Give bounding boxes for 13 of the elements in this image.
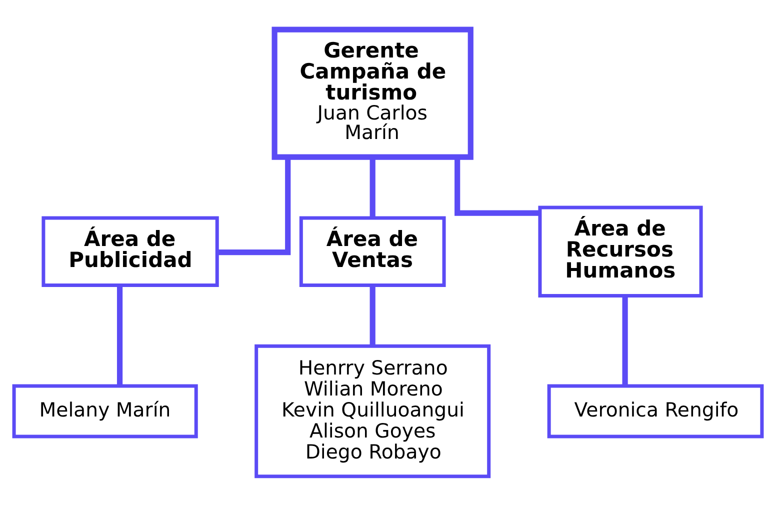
node-box: Área de Ventas bbox=[299, 216, 446, 286]
node-box: Henrry Serrano Wilian Moreno Kevin Quilluoangui Alison Goyes Diego Robayo bbox=[254, 344, 491, 478]
node-box: Área de Publicidad bbox=[42, 216, 219, 286]
connector bbox=[370, 284, 376, 346]
node-box: Área de Recursos Humanos bbox=[538, 205, 703, 297]
connector bbox=[217, 156, 291, 255]
connector bbox=[116, 284, 123, 386]
connector bbox=[370, 156, 376, 218]
node-box: Melany Marín bbox=[12, 384, 198, 438]
node-box: Gerente Campaña de turismo Juan Carlos Marín bbox=[272, 26, 474, 160]
node-box: Veronica Rengifo bbox=[547, 384, 764, 438]
connector bbox=[622, 296, 628, 386]
connector bbox=[454, 156, 540, 216]
